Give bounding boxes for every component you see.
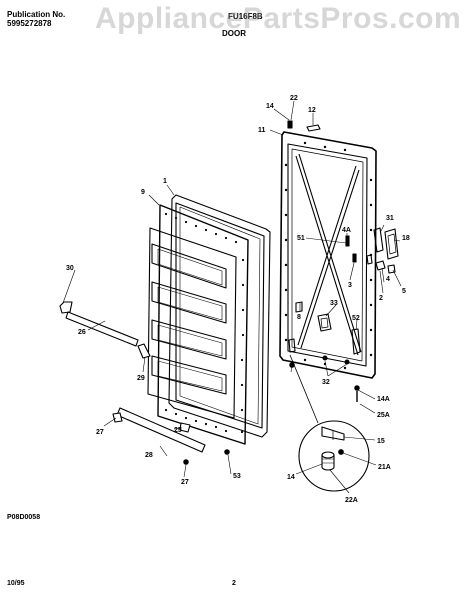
part-label-22A: 22A (345, 497, 358, 504)
part-label-11: 11 (258, 127, 266, 134)
part-label-21A: 21A (378, 464, 391, 471)
part-label-31: 31 (386, 215, 394, 222)
outer-door-panel (279, 131, 377, 379)
part-label-14: 14 (266, 103, 274, 110)
part-label-12: 12 (308, 107, 316, 114)
part-label-9: 9 (141, 189, 145, 196)
part-label-15: 15 (377, 438, 385, 445)
part-label-29: 29 (137, 375, 145, 382)
door-gasket (168, 194, 271, 438)
part-label-2: 2 (379, 295, 383, 302)
part-label-18: 18 (402, 235, 410, 242)
part-label-5: 5 (402, 288, 406, 295)
part-label-30: 30 (66, 265, 74, 272)
page-number: 2 (232, 580, 236, 587)
part-label-28: 28 (145, 452, 153, 459)
watermark: AppliancePartsPros.com (95, 2, 462, 35)
part-label-14b: 14 (287, 474, 295, 481)
diagram-code: P08D0058 (7, 514, 41, 521)
part-label-26: 26 (78, 329, 86, 336)
part-label-22: 22 (290, 95, 298, 102)
footer-date: 10/95 (7, 580, 25, 587)
part-label-8: 8 (297, 314, 301, 321)
part-label-1: 1 (163, 178, 167, 185)
part-label-3: 3 (348, 282, 352, 289)
part-labels: 14 22 12 11 1 9 30 26 29 27 25 28 27 53 … (66, 95, 410, 504)
publication-number: 5995272878 (7, 19, 52, 28)
publication-label: Publication No. (7, 10, 66, 19)
part-label-53: 53 (233, 473, 241, 480)
part-label-33: 33 (330, 300, 338, 307)
part-label-4A: 4A (342, 227, 351, 234)
part-label-51: 51 (297, 235, 305, 242)
part-label-25A: 25A (377, 412, 390, 419)
section-title: DOOR (222, 29, 246, 38)
model-number: FU16F8B (228, 12, 263, 21)
part-label-32: 32 (322, 379, 330, 386)
part-label-52: 52 (352, 315, 360, 322)
part-label-14A: 14A (377, 396, 390, 403)
inner-door-liner (147, 204, 249, 445)
part-label-27b: 27 (181, 479, 189, 486)
part-label-27a: 27 (96, 429, 104, 436)
part-label-4: 4 (386, 276, 390, 283)
part-label-25: 25 (174, 427, 182, 434)
